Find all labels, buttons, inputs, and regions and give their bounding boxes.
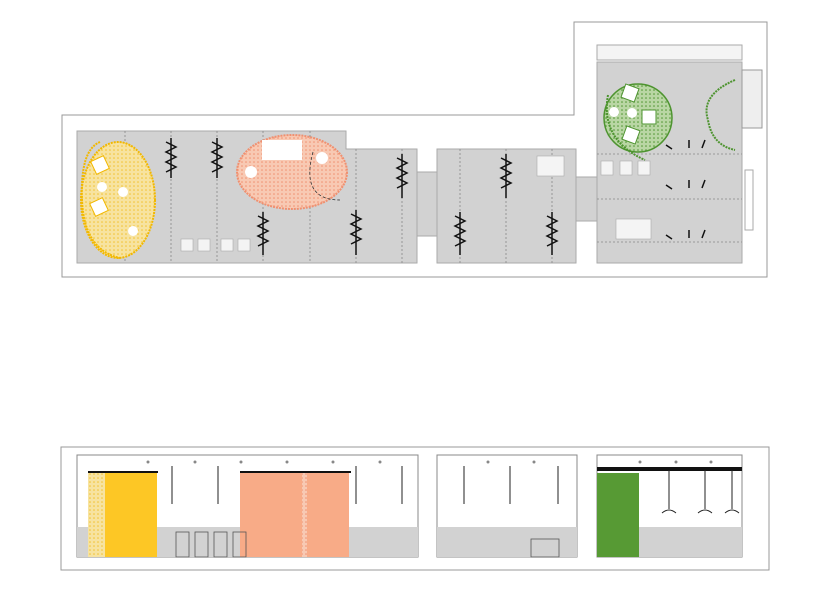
table bbox=[262, 140, 302, 160]
rack bbox=[395, 154, 409, 198]
stool bbox=[118, 187, 128, 197]
stool bbox=[609, 107, 619, 117]
orange-wall-panel bbox=[240, 473, 302, 557]
rack bbox=[349, 210, 363, 255]
stool bbox=[245, 166, 257, 178]
rack bbox=[256, 212, 270, 255]
yellow-wall-hatch bbox=[88, 473, 105, 557]
side-window bbox=[744, 169, 754, 231]
doors bbox=[175, 531, 560, 558]
stool bbox=[627, 108, 637, 118]
yellow-lounge-zone bbox=[80, 141, 156, 259]
rack bbox=[453, 212, 467, 255]
armchair bbox=[641, 109, 657, 125]
window-strip bbox=[596, 44, 743, 61]
stool bbox=[316, 152, 328, 164]
concrete-base bbox=[77, 527, 742, 557]
floor-corridor-2 bbox=[575, 176, 598, 222]
armchair bbox=[621, 125, 641, 145]
orange-lounge-zone bbox=[236, 134, 348, 210]
yellow-wall-panel bbox=[105, 473, 157, 557]
rack bbox=[545, 212, 559, 255]
rack bbox=[210, 138, 224, 178]
entrance-door[interactable] bbox=[741, 69, 763, 129]
counter-table bbox=[615, 218, 652, 240]
green-lounge-zone bbox=[603, 79, 736, 161]
green-wall-panel bbox=[597, 473, 639, 557]
armchair bbox=[620, 83, 640, 103]
orange-wall-panel bbox=[307, 473, 349, 557]
rack bbox=[164, 138, 178, 178]
armchair bbox=[89, 197, 109, 217]
clothing-racks bbox=[164, 138, 706, 255]
stool bbox=[97, 182, 107, 192]
cash-desk bbox=[536, 155, 565, 177]
ceiling-lights bbox=[146, 460, 713, 464]
ceiling-bars bbox=[88, 467, 742, 473]
floor-plan bbox=[61, 21, 768, 278]
orange-wall-hatch bbox=[302, 473, 307, 557]
rack bbox=[499, 154, 513, 198]
hanger-rail bbox=[665, 139, 706, 240]
hanging-rails bbox=[171, 466, 740, 514]
elevation bbox=[60, 446, 770, 571]
display-cubes bbox=[180, 155, 652, 252]
floor-corridor-1 bbox=[416, 171, 438, 237]
armchair bbox=[90, 155, 110, 175]
stool bbox=[128, 226, 138, 236]
